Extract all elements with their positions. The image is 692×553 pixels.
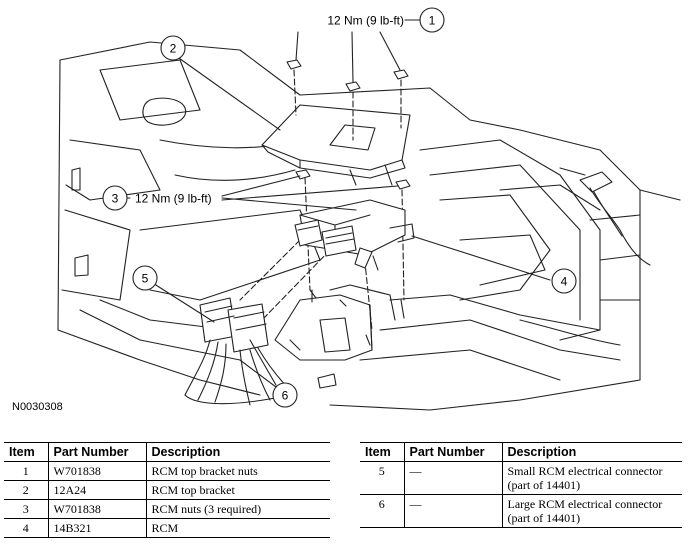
callout-2-circle: [160, 35, 186, 61]
leader-lines: [119, 19, 551, 386]
cell-part-number: —: [403, 494, 502, 528]
cell-item: 5: [360, 461, 404, 495]
table-row: 4 14B321 RCM: [4, 518, 330, 538]
side-harness-connector: [559, 167, 651, 266]
callout-4-circle: [551, 268, 577, 294]
cell-item: 6: [360, 494, 404, 528]
cell-description: Large RCM electrical connector (part of …: [501, 494, 682, 528]
callout-6-number: 6: [282, 389, 289, 403]
cell-item: 3: [4, 499, 48, 519]
callout-6-circle: [272, 382, 298, 408]
cell-part-number: 14B321: [47, 518, 146, 538]
table-row: 1 W701838 RCM top bracket nuts: [4, 461, 330, 481]
header-part-number: Part Number: [47, 442, 146, 462]
cell-description: RCM top bracket: [145, 480, 330, 500]
cell-item: 1: [4, 461, 48, 481]
header-item: Item: [4, 442, 48, 462]
header-description: Description: [145, 442, 330, 462]
callout-5-circle: [132, 265, 158, 291]
cell-part-number: 12A24: [47, 480, 146, 500]
table-row: 3 W701838 RCM nuts (3 required): [4, 499, 330, 519]
rcm-module: [294, 199, 415, 271]
cell-item: 4: [4, 518, 48, 538]
cell-part-number: W701838: [47, 499, 146, 519]
parts-table-right: Item Part Number Description 5 — Small R…: [360, 442, 682, 528]
callout-4-number: 4: [561, 275, 568, 289]
callout-1-torque-label: 12 Nm (9 lb-ft): [327, 14, 404, 28]
callout-5-number: 5: [142, 272, 149, 286]
figure-id: N0030308: [12, 401, 63, 413]
cell-item: 2: [4, 480, 48, 500]
cell-description: RCM top bracket nuts: [145, 461, 330, 481]
callout-circles: [102, 7, 577, 408]
callout-3-circle: [102, 185, 128, 211]
table-row: 6 — Large RCM electrical connector (part…: [360, 494, 682, 528]
callout-1-circle: [419, 7, 445, 33]
table-header-row: Item Part Number Description: [4, 442, 330, 462]
cell-description: RCM: [145, 518, 330, 538]
cell-part-number: W701838: [47, 461, 146, 481]
cell-part-number: —: [403, 461, 502, 495]
header-part-number: Part Number: [403, 442, 502, 462]
callout-3-torque-label: 12 Nm (9 lb-ft): [135, 192, 212, 206]
callout-3-number: 3: [112, 192, 119, 206]
cell-description: Small RCM electrical connector (part of …: [501, 461, 682, 495]
top-bracket-nuts: [286, 59, 409, 92]
rcm-top-bracket: [261, 104, 411, 186]
table-header-row: Item Part Number Description: [360, 442, 682, 462]
table-row: 5 — Small RCM electrical connector (part…: [360, 461, 682, 495]
callout-1-number: 1: [429, 14, 436, 28]
parts-table-left: Item Part Number Description 1 W701838 R…: [4, 442, 330, 538]
header-description: Description: [501, 442, 682, 462]
harness-connectors: [184, 297, 293, 406]
table-row: 2 12A24 RCM top bracket: [4, 480, 330, 500]
lower-mounting-bracket: [274, 284, 405, 389]
callout-2-number: 2: [170, 42, 177, 56]
header-item: Item: [360, 442, 404, 462]
rcm-exploded-diagram: 1 2 3 4 5 6 12 Nm (9 lb-ft) 12 Nm (9 lb-…: [57, 7, 681, 411]
cell-description: RCM nuts (3 required): [145, 499, 330, 519]
